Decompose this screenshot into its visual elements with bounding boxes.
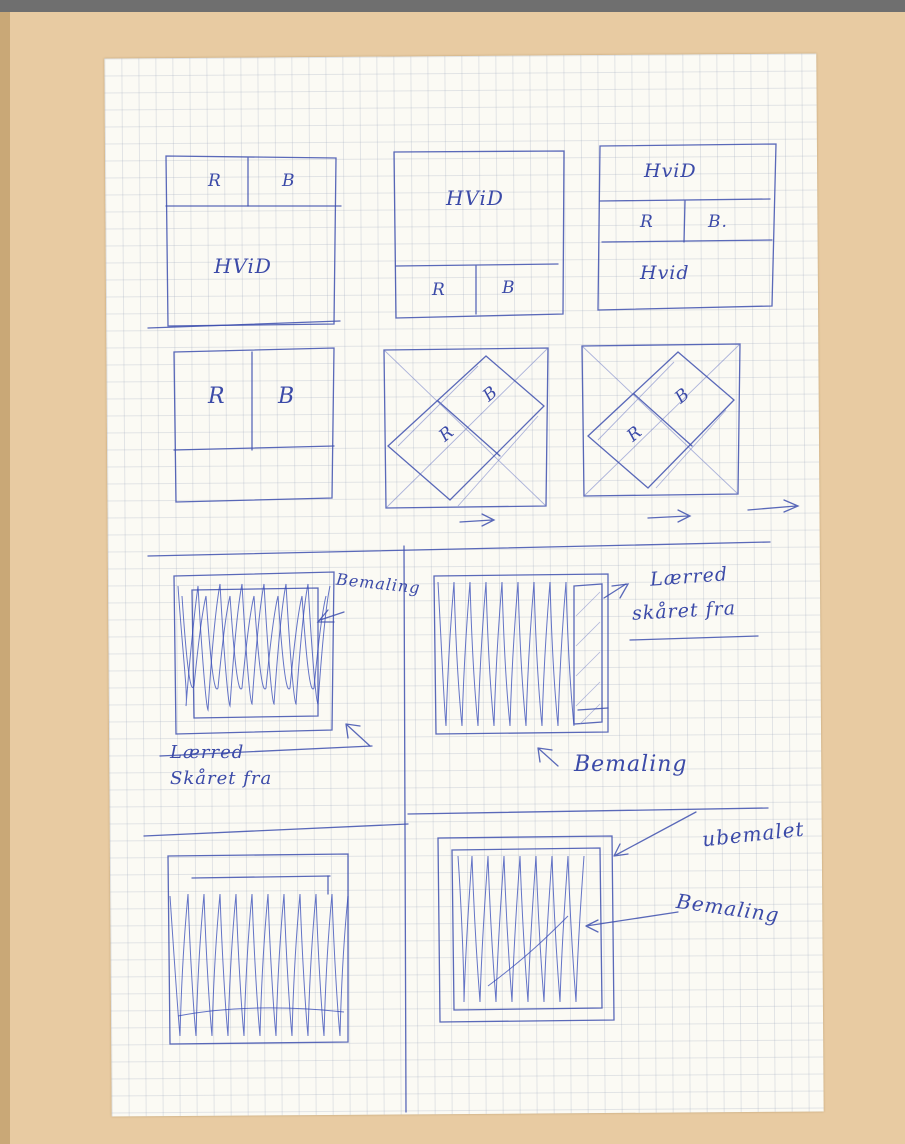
r2-box1-label-b: B: [278, 384, 295, 409]
r1-box1-label-r: R: [208, 171, 222, 191]
sketch-box-r1-1: [148, 156, 341, 328]
r1-box2-label-r: R: [432, 280, 446, 300]
annotation-q1-laerred: Lærred: [170, 742, 244, 763]
r2-box1-label-r: R: [208, 384, 226, 409]
scanner-edge-top: [0, 0, 905, 12]
r1-box2-label-hvid: HViD: [446, 186, 504, 210]
quadrant-1-sketch: [160, 572, 372, 756]
r1-box1-label-hvid: HViD: [214, 254, 272, 278]
annotation-q1-skaret-fra: Skåret fra: [170, 768, 272, 789]
r1-box3-label-r: R: [640, 212, 654, 232]
scanner-edge-left: [0, 12, 10, 1144]
sketch-box-r1-2: [394, 151, 564, 318]
r1-box1-label-b: B: [282, 171, 296, 191]
section-dividers: [144, 542, 770, 1112]
sketch-box-r2-3: [582, 344, 740, 496]
r1-box2-label-b: B: [502, 278, 516, 298]
direction-arrows: [460, 500, 798, 526]
annotation-q2-bemaling: Bemaling: [574, 752, 688, 777]
sketch-box-r2-1: [174, 348, 334, 502]
r1-box3-label-hvid-top: HviD: [644, 160, 697, 182]
quadrant-4-sketch: [438, 812, 696, 1022]
sketch-box-r2-2: [384, 348, 548, 508]
quadrant-3-sketch: [168, 854, 348, 1044]
r1-box3-label-b: B.: [708, 212, 728, 232]
r1-box3-label-hvid-bottom: Hvid: [640, 262, 690, 284]
